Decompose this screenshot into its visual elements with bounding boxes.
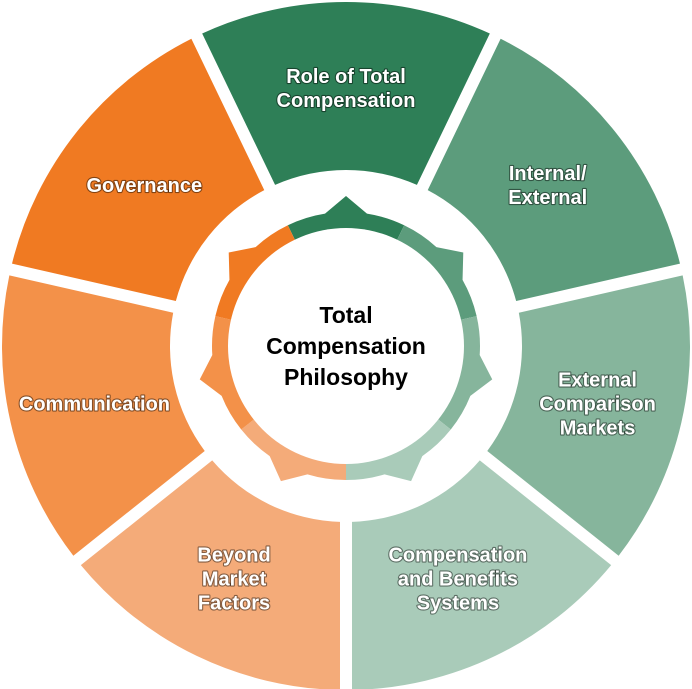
segment-beyond-market: [80, 460, 341, 689]
segment-external-markets: [487, 275, 690, 556]
segment-comp-benefits: [351, 460, 612, 689]
segment-label-governance: Governance: [86, 175, 202, 197]
segment-communication: [1, 275, 205, 556]
segment-label-internal: Internal/External: [508, 163, 587, 209]
center-circle: [228, 228, 464, 464]
segment-internal: [427, 38, 680, 302]
segment-governance: [12, 38, 265, 302]
segment-label-communication: Communication: [19, 393, 170, 415]
segment-role: [202, 2, 490, 185]
